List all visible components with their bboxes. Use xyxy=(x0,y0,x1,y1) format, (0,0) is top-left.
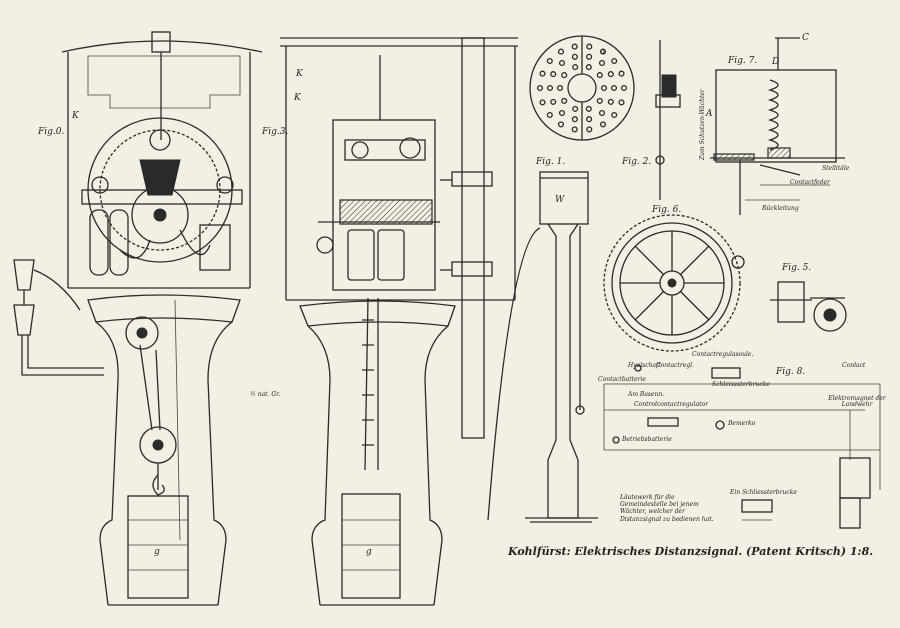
disk-hole xyxy=(539,70,546,77)
disk-hole xyxy=(572,64,579,71)
perforated-disk xyxy=(529,35,635,141)
disk-hole xyxy=(546,111,553,119)
disk-hole xyxy=(596,72,603,79)
disk-hole xyxy=(586,116,593,123)
letter-g-middle-weight: g xyxy=(366,547,372,557)
fig8-top-left2: Contactregl. xyxy=(656,362,694,369)
disk-hole xyxy=(557,48,565,55)
disk-hole xyxy=(586,53,593,60)
plate-caption: Kohlfürst: Elektrisches Distanzsignal. (… xyxy=(508,545,874,558)
fig7-detail xyxy=(710,37,845,215)
fig8-mid-left2: Controlcontactregulator xyxy=(634,401,708,408)
disk-hole xyxy=(546,84,554,92)
disk-hole xyxy=(571,53,578,60)
letter-g-left-weight: g xyxy=(154,547,160,557)
disk-hole xyxy=(557,121,565,128)
fig6-gear xyxy=(603,214,745,352)
fig8-mid-center: Schleisssterbrucke xyxy=(712,381,770,388)
scale-note: ½ nat. Gr. xyxy=(250,391,281,398)
letter-k-left: K xyxy=(72,111,79,121)
fig7-left-label: Zum Schutzen-Wächter xyxy=(699,89,706,160)
letter-w: W xyxy=(555,195,565,205)
disk-hole xyxy=(586,43,593,50)
fig8-label: Fig. 8. xyxy=(776,367,806,377)
fig7-right-top-label: Stellitäle xyxy=(822,165,850,172)
fig1-column xyxy=(487,171,598,523)
disk-hole xyxy=(610,84,618,92)
disk-hole xyxy=(620,84,628,92)
disk-hole xyxy=(571,43,578,50)
disk-hole xyxy=(600,84,608,92)
disk-hole xyxy=(550,71,557,78)
letter-a: A xyxy=(706,109,713,119)
disk-hole xyxy=(539,99,546,106)
disk-hole xyxy=(561,97,568,104)
disk-hole xyxy=(546,57,553,65)
disk-hole xyxy=(596,97,603,104)
fig8-mid-left: Am Basenn. xyxy=(628,391,665,398)
fig3-label: Fig.3. xyxy=(262,127,289,137)
fig8-top-left: Hyalschaft xyxy=(628,362,661,369)
fig1-label: Fig. 1. xyxy=(536,157,566,167)
disk-hole xyxy=(561,72,568,79)
letter-d: D xyxy=(772,57,780,67)
fig8-note: Läutewerk für die Gemeindestelle bei jen… xyxy=(620,494,714,523)
disk-hole xyxy=(607,71,614,78)
disk-hole xyxy=(585,64,592,71)
letter-k-middle-2: K xyxy=(294,93,301,103)
fig8-mid-right: Elektromagnet der Landwehr xyxy=(828,395,886,408)
fig5-label: Fig. 5. xyxy=(782,263,812,273)
fig8-lower-left: Betriebsbatterie xyxy=(622,436,672,443)
disk-hole xyxy=(550,98,557,105)
disk-hole xyxy=(599,121,607,128)
fig6-label: Fig. 6. xyxy=(652,205,682,215)
letter-k-middle: K xyxy=(296,69,303,79)
fig8-top-right: Conlact xyxy=(842,362,866,369)
fig7-right-mid-label: Contactfeder xyxy=(790,179,830,186)
fig0-label: Fig.0. xyxy=(38,127,65,137)
fig7-bottom-label: Rückleitung xyxy=(762,205,799,212)
disk-hole xyxy=(556,84,564,92)
disk-hole xyxy=(611,111,618,119)
disk-hole xyxy=(586,126,593,133)
disk-hole xyxy=(571,126,578,133)
disk-hole xyxy=(599,48,607,55)
fig2-detail xyxy=(655,40,681,200)
letter-c: C xyxy=(802,33,809,43)
fig7-label: Fig. 7. xyxy=(728,56,758,66)
disk-hole xyxy=(618,70,625,77)
disk-hole xyxy=(558,59,566,67)
disk-hole xyxy=(618,99,625,106)
fig8-wiring xyxy=(603,364,881,529)
disk-hole xyxy=(558,109,566,117)
disk-hole xyxy=(571,116,578,123)
disk-hole xyxy=(536,84,544,92)
middle-signal-column xyxy=(280,37,518,606)
fig8-bottom-mid: Ein Schliessterbrucke xyxy=(730,489,797,496)
letter-a-small: a xyxy=(600,47,606,57)
disk-hole xyxy=(572,105,579,112)
fig2-label: Fig. 2. xyxy=(622,157,652,167)
left-signal-column xyxy=(13,31,263,606)
disk-hole xyxy=(611,57,618,65)
disk-hole xyxy=(607,98,614,105)
disk-hole xyxy=(585,105,592,112)
fig5-detail xyxy=(770,281,847,332)
fig8-mid-small: Bemerko xyxy=(728,420,756,427)
disk-hole xyxy=(598,59,606,67)
fig8-left: Contactbatterie xyxy=(598,376,646,383)
fig8-top-mid: Contactregulasoule. xyxy=(692,351,754,358)
disk-hole xyxy=(598,109,606,117)
